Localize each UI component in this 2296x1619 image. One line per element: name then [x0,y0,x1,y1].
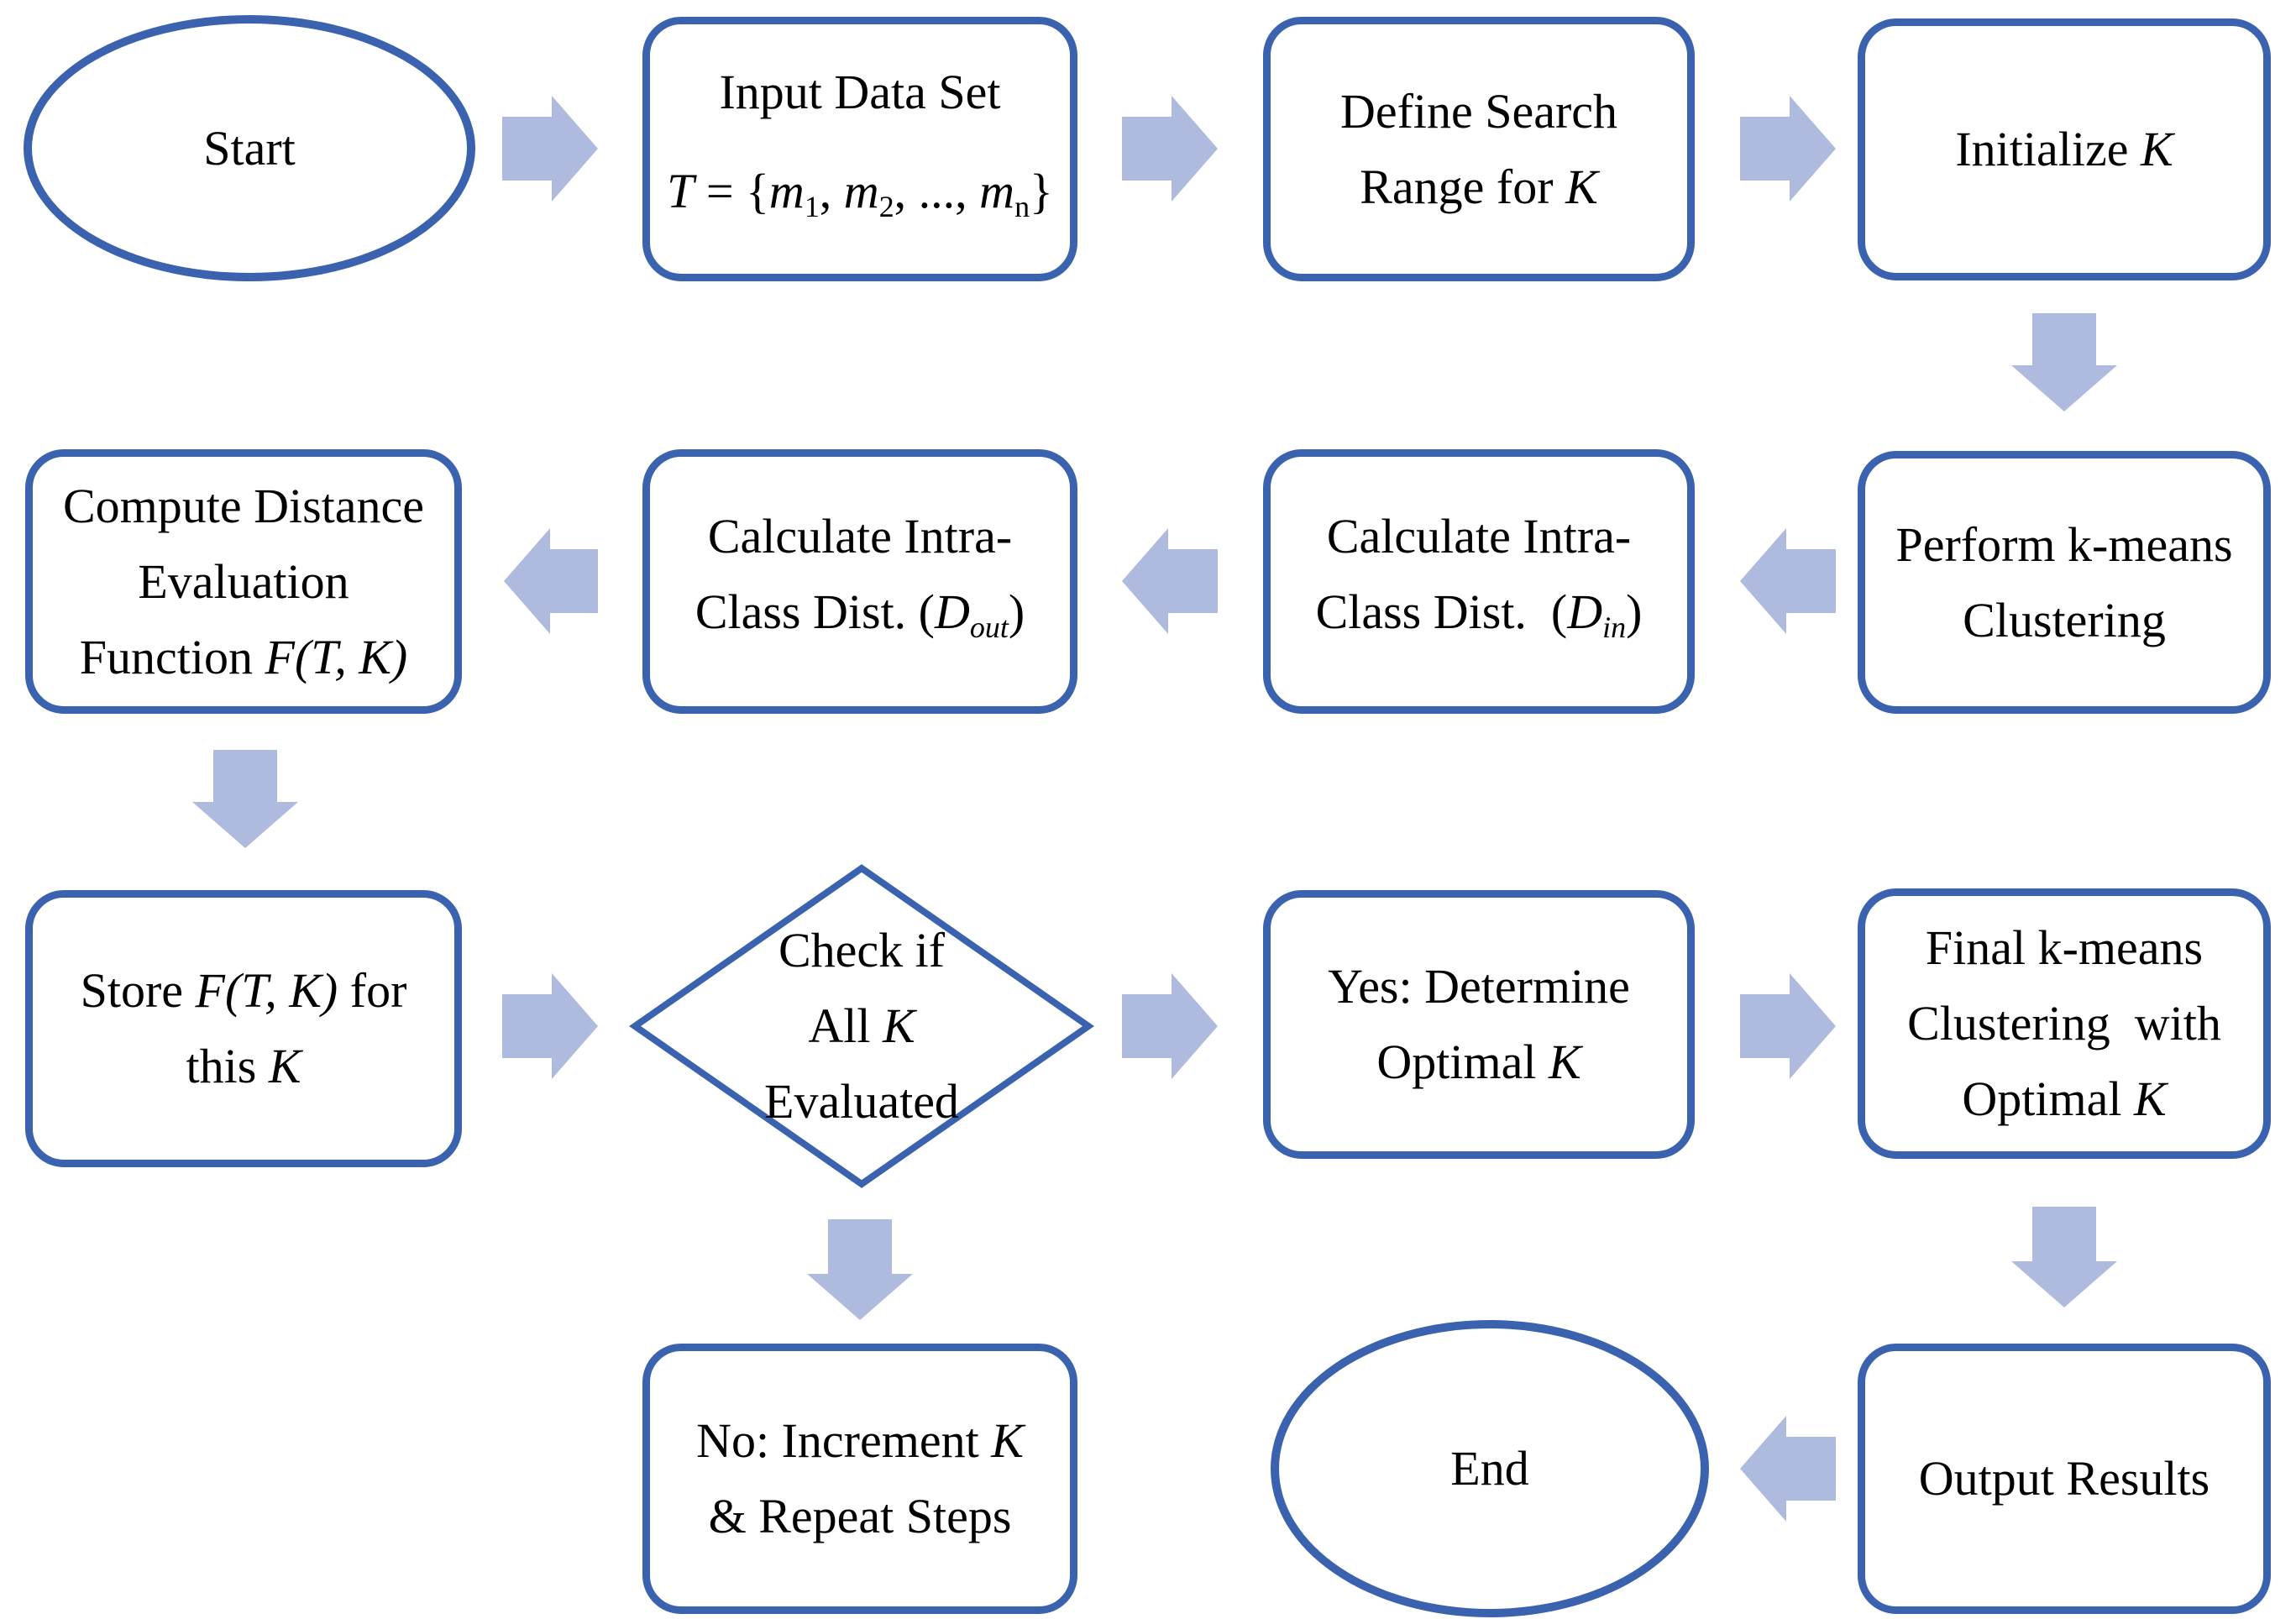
node-label-line: T = {m1, m2, ..., mn} [667,163,1053,223]
node-check-all-k: Check if All K Evaluated [630,863,1093,1189]
node-label-line: Define Search [1339,83,1618,139]
node-label-line: Clustering [1963,592,2166,647]
node-label-line: Evaluation [138,553,349,609]
node-label-line: All K [808,998,915,1053]
node-calc-intra-class-in: Calculate Intra- Class Dist. (Din) [1263,449,1695,714]
arrow-yes-to-final [1740,973,1836,1079]
node-label-line: Class Dist. (Din) [1315,584,1643,644]
node-initialize-k: Initialize K [1858,18,2271,280]
node-label-line: Range for K [1360,159,1598,214]
node-label-line: End [1450,1441,1529,1496]
node-label-line: No: Increment K [696,1413,1024,1468]
node-label-line: Store F(T, K) for [80,963,407,1018]
node-label-line: Start [203,120,296,176]
node-label-line: Input Data Set [719,64,1001,119]
node-label-line: Function F(T, K) [79,629,408,684]
node-label-line: Evaluated [764,1074,959,1129]
node-no-increment-k: No: Increment K & Repeat Steps [642,1344,1077,1614]
arrow-perform-to-calc-in [1740,528,1836,634]
node-label-line: Final k-means [1925,920,2204,975]
arrow-input-to-define [1122,96,1218,202]
node-input-data-set: Input Data Set T = {m1, m2, ..., mn} [642,17,1077,281]
node-output-results: Output Results [1858,1344,2271,1614]
node-label-line: Optimal K [1962,1071,2167,1126]
arrow-calc-out-to-compute [504,528,598,634]
node-label-line: Clustering with [1907,996,2221,1051]
arrow-output-to-end [1740,1416,1836,1522]
node-label-line: & Repeat Steps [708,1489,1012,1543]
arrow-store-to-check [502,973,598,1079]
decision-diamond-shape [628,864,1095,1188]
node-label-line: this K [186,1039,301,1093]
node-label-line: Optimal K [1376,1035,1581,1089]
arrow-initialize-to-perform [2011,313,2117,411]
node-end: End [1271,1320,1709,1617]
node-calc-intra-class-out: Calculate Intra- Class Dist. (Dout) [642,449,1077,714]
node-label-line: Calculate Intra- [1326,508,1632,563]
node-label-line: Yes: Determine [1328,959,1630,1014]
node-label-line: Initialize K [1955,122,2173,176]
arrow-calc-in-to-calc-out [1122,528,1218,634]
node-label-line: Compute Distance [62,478,425,533]
node-start: Start [24,15,475,281]
arrow-compute-to-store [192,750,298,848]
arrow-define-to-initialize [1740,96,1836,202]
arrow-check-to-yes [1122,973,1218,1079]
node-label-line: Output Results [1918,1451,2210,1506]
arrow-final-to-output [2011,1207,2117,1307]
node-label-line: Calculate Intra- [707,508,1013,563]
arrow-check-to-no [807,1219,913,1320]
node-store-f: Store F(T, K) for this K [25,890,462,1167]
arrow-start-to-input [502,96,598,202]
node-label-line: Class Dist. (Dout) [695,584,1025,644]
node-label-line: Check if [778,923,946,977]
node-label-line: Perform k-means [1895,516,2233,572]
